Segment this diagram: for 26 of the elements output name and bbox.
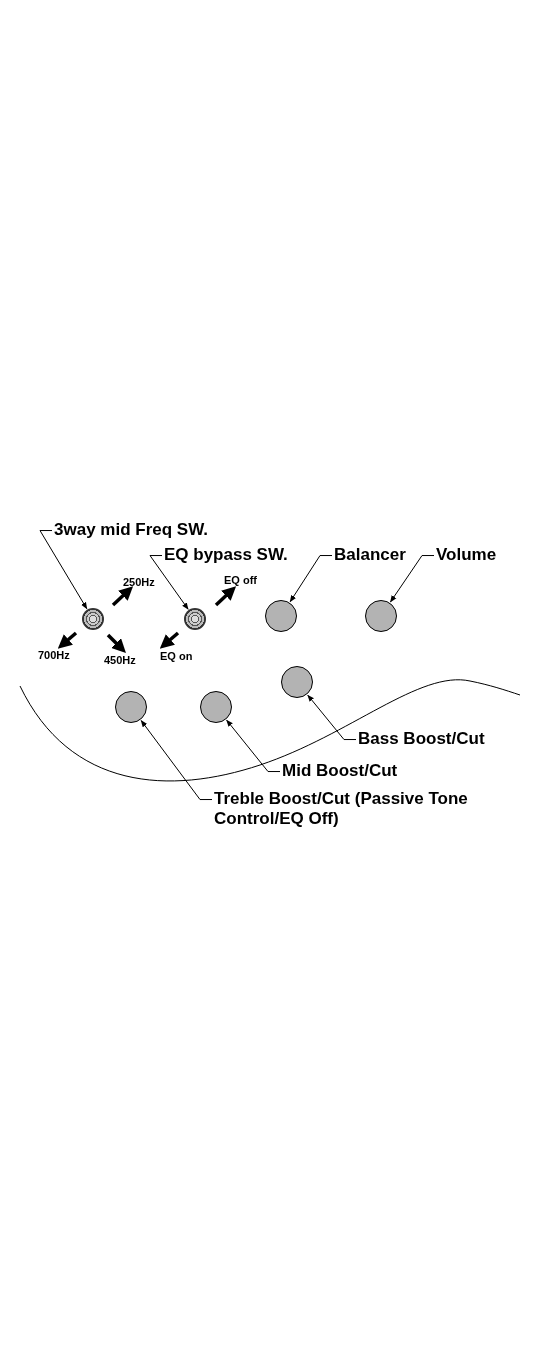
position-label: 450Hz — [104, 654, 136, 668]
leader-line — [390, 555, 435, 603]
leader-line — [149, 555, 189, 610]
callout-label: EQ bypass SW. — [164, 545, 288, 566]
toggle-switch — [82, 608, 104, 630]
control-knob — [365, 600, 397, 632]
toggle-switch — [184, 608, 206, 630]
control-knob — [265, 600, 297, 632]
leader-line — [226, 719, 281, 773]
callout-label: Treble Boost/Cut (Passive Tone Control/EQ Off) — [214, 789, 504, 830]
callout-label: Balancer — [334, 545, 406, 566]
position-label: EQ on — [160, 650, 193, 664]
leader-line — [39, 530, 88, 610]
position-label: 700Hz — [38, 649, 70, 663]
callout-label: 3way mid Freq SW. — [54, 520, 208, 541]
callout-label: Volume — [436, 545, 497, 566]
leader-line — [307, 694, 357, 741]
control-knob — [115, 691, 147, 723]
leader-line — [140, 720, 213, 801]
callout-label: Bass Boost/Cut — [358, 729, 485, 750]
position-label: EQ off — [224, 574, 257, 588]
leader-line — [289, 555, 333, 603]
callout-label: Mid Boost/Cut — [282, 761, 398, 782]
control-knob — [200, 691, 232, 723]
position-label: 250Hz — [123, 576, 155, 590]
control-knob — [281, 666, 313, 698]
